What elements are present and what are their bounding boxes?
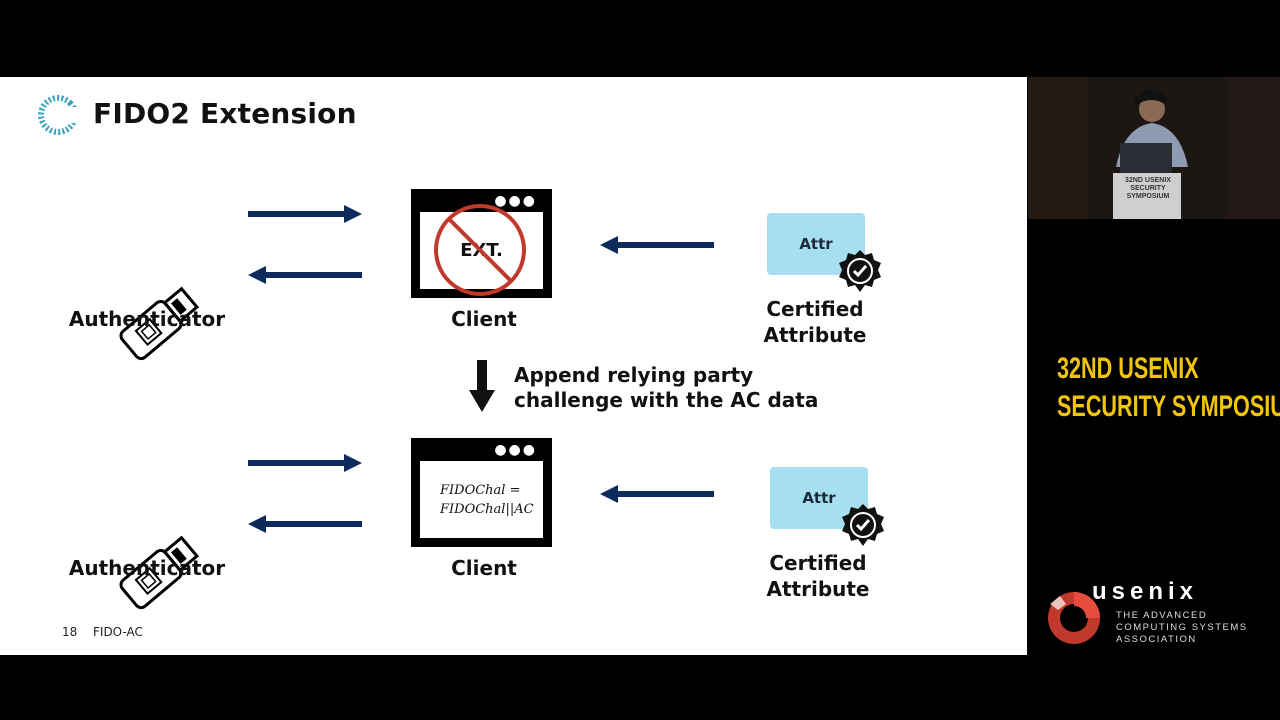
slide: FIDO2 Extension Authenticator ●●● EXT. C… bbox=[0, 77, 1027, 655]
arrow-left-icon bbox=[600, 485, 714, 503]
symposium-title: 32ND USENIX SECURITY SYMPOSIUM bbox=[1057, 352, 1280, 423]
certified-attribute-label: Certified Attribute bbox=[766, 551, 870, 601]
arrow-right-icon bbox=[248, 454, 362, 472]
spinner-logo-icon bbox=[38, 95, 82, 135]
arrow-down-icon bbox=[469, 360, 495, 412]
attr-text: Attr bbox=[799, 235, 833, 253]
arrow-right-icon bbox=[248, 205, 362, 223]
speaker-video: 32ND USENIX SECURITY SYMPOSIUM bbox=[1028, 77, 1280, 219]
arrow-left-icon bbox=[248, 515, 362, 533]
client-window-blocked: ●●● EXT. bbox=[411, 189, 552, 298]
step-note: Append relying party challenge with the … bbox=[514, 363, 819, 412]
challenge-formula: FIDOChal = FIDOChal||AC bbox=[440, 483, 534, 517]
authenticator-label: Authenticator bbox=[68, 556, 226, 580]
speaker-silhouette-icon bbox=[1028, 77, 1280, 219]
authenticator-label: Authenticator bbox=[68, 307, 226, 331]
client-window: ●●● FIDOChal = FIDOChal||AC bbox=[411, 438, 552, 547]
verified-badge-icon bbox=[842, 504, 884, 546]
podium-sign: 32ND USENIX SECURITY SYMPOSIUM bbox=[1125, 177, 1171, 200]
usb-key-icon bbox=[119, 286, 200, 361]
client-label: Client bbox=[451, 307, 517, 331]
slide-title: FIDO2 Extension bbox=[93, 97, 357, 130]
prohibited-icon bbox=[434, 204, 526, 296]
usenix-logo-icon bbox=[1048, 592, 1100, 644]
usenix-wordmark: usenix bbox=[1092, 578, 1199, 605]
arrow-left-icon bbox=[600, 236, 714, 254]
attr-text: Attr bbox=[802, 489, 836, 507]
attribute-card: Attr bbox=[767, 213, 865, 275]
usenix-tagline: THE ADVANCED COMPUTING SYSTEMS ASSOCIATI… bbox=[1116, 610, 1248, 645]
certified-attribute-label: Certified Attribute bbox=[763, 297, 867, 347]
arrow-left-icon bbox=[248, 266, 362, 284]
window-dots-icon: ●●● bbox=[494, 442, 537, 458]
window-dots-icon: ●●● bbox=[494, 193, 537, 209]
usb-key-icon bbox=[119, 535, 200, 610]
client-label: Client bbox=[451, 556, 517, 580]
slide-number: 18 bbox=[62, 625, 78, 639]
verified-badge-icon bbox=[839, 250, 881, 292]
footer-text: FIDO-AC bbox=[93, 625, 143, 639]
